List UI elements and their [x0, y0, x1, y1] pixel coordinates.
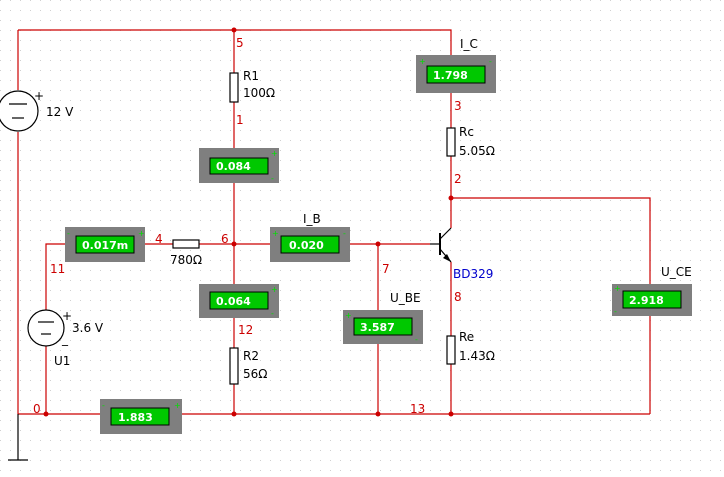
- svg-text:-: -: [489, 57, 492, 66]
- ib-reading: 0.020: [289, 239, 324, 252]
- re-name: Re: [459, 330, 474, 344]
- svg-text:_: _: [61, 332, 69, 346]
- node-labels: 5 1 3 2 4 6 7 8 11 12 13 0: [33, 36, 462, 416]
- ib-ammeter[interactable]: 0.020 + -: [270, 227, 350, 262]
- base-source-ammeter[interactable]: 0.017m - +: [65, 227, 145, 262]
- svg-text:-: -: [271, 309, 274, 318]
- r1-value: 100Ω: [243, 86, 275, 100]
- node-11: 11: [50, 262, 65, 276]
- rc-value: 5.05Ω: [459, 144, 495, 158]
- svg-text:+: +: [272, 229, 279, 238]
- svg-text:-: -: [271, 174, 274, 183]
- supply-current-reading: 1.883: [118, 411, 153, 424]
- node-5: 5: [236, 36, 244, 50]
- node-0: 0: [33, 402, 41, 416]
- ube-voltmeter[interactable]: 3.587 + -: [343, 310, 423, 344]
- re-value: 1.43Ω: [459, 349, 495, 363]
- uce-meter-label: U_CE: [661, 265, 692, 279]
- dc-source-12v[interactable]: +: [0, 89, 44, 132]
- transistor-bd329[interactable]: [430, 227, 452, 263]
- rc-name: Rc: [459, 125, 474, 139]
- resistor-re[interactable]: [446, 335, 456, 365]
- node-12: 12: [238, 323, 253, 337]
- node-4: 4: [155, 232, 163, 246]
- svg-text:-: -: [343, 229, 346, 238]
- node-2: 2: [454, 172, 462, 186]
- uce-reading: 2.918: [629, 294, 664, 307]
- r2-value: 56Ω: [243, 367, 267, 381]
- svg-text:+: +: [614, 284, 621, 293]
- source-u1-name: U1: [54, 354, 70, 368]
- r1-name: R1: [243, 69, 259, 83]
- ic-reading: 1.798: [433, 69, 468, 82]
- rb-value: 780Ω: [170, 253, 202, 267]
- r2-name: R2: [243, 349, 259, 363]
- r1-current-reading: 0.084: [216, 160, 251, 173]
- svg-text:-: -: [415, 335, 418, 344]
- supply-ammeter[interactable]: 1.883 - +: [100, 399, 182, 434]
- node-6: 6: [221, 232, 229, 246]
- ib-meter-label: I_B: [303, 212, 321, 226]
- node-1: 1: [236, 113, 244, 127]
- svg-text:+: +: [345, 311, 352, 320]
- node-13: 13: [410, 402, 425, 416]
- svg-text:-: -: [614, 307, 617, 316]
- svg-text:+: +: [271, 149, 278, 158]
- node-3: 3: [454, 99, 462, 113]
- source-12v-label: 12 V: [46, 105, 74, 119]
- base-source-current-reading: 0.017m: [82, 239, 128, 252]
- junctions: [43, 27, 454, 417]
- svg-text:+: +: [138, 229, 145, 238]
- svg-text:+: +: [271, 285, 278, 294]
- resistor-rb[interactable]: [172, 239, 200, 249]
- r1-ammeter[interactable]: 0.084 + -: [199, 148, 279, 183]
- svg-text:-: -: [67, 229, 70, 238]
- ube-meter-label: U_BE: [390, 291, 421, 305]
- svg-text:+: +: [419, 57, 426, 66]
- resistor-r2[interactable]: [229, 347, 239, 385]
- svg-text:-: -: [102, 401, 105, 410]
- uce-voltmeter[interactable]: 2.918 + -: [612, 284, 692, 316]
- svg-text:+: +: [62, 309, 72, 323]
- resistor-rc[interactable]: [446, 127, 456, 157]
- transistor-label: BD329: [453, 267, 493, 281]
- r2-ammeter[interactable]: 0.064 + -: [199, 284, 279, 318]
- ground-symbol: [8, 414, 28, 461]
- source-u1-voltage: 3.6 V: [72, 321, 104, 335]
- dc-source-u1[interactable]: + _: [27, 309, 72, 347]
- r2-current-reading: 0.064: [216, 295, 251, 308]
- ic-meter-label: I_C: [460, 37, 478, 51]
- resistor-r1[interactable]: [229, 72, 239, 103]
- svg-text:+: +: [34, 89, 44, 103]
- ic-ammeter[interactable]: 1.798 + -: [416, 55, 496, 93]
- svg-text:+: +: [174, 401, 181, 410]
- node-7: 7: [382, 262, 390, 276]
- ube-reading: 3.587: [360, 321, 395, 334]
- node-8: 8: [454, 290, 462, 304]
